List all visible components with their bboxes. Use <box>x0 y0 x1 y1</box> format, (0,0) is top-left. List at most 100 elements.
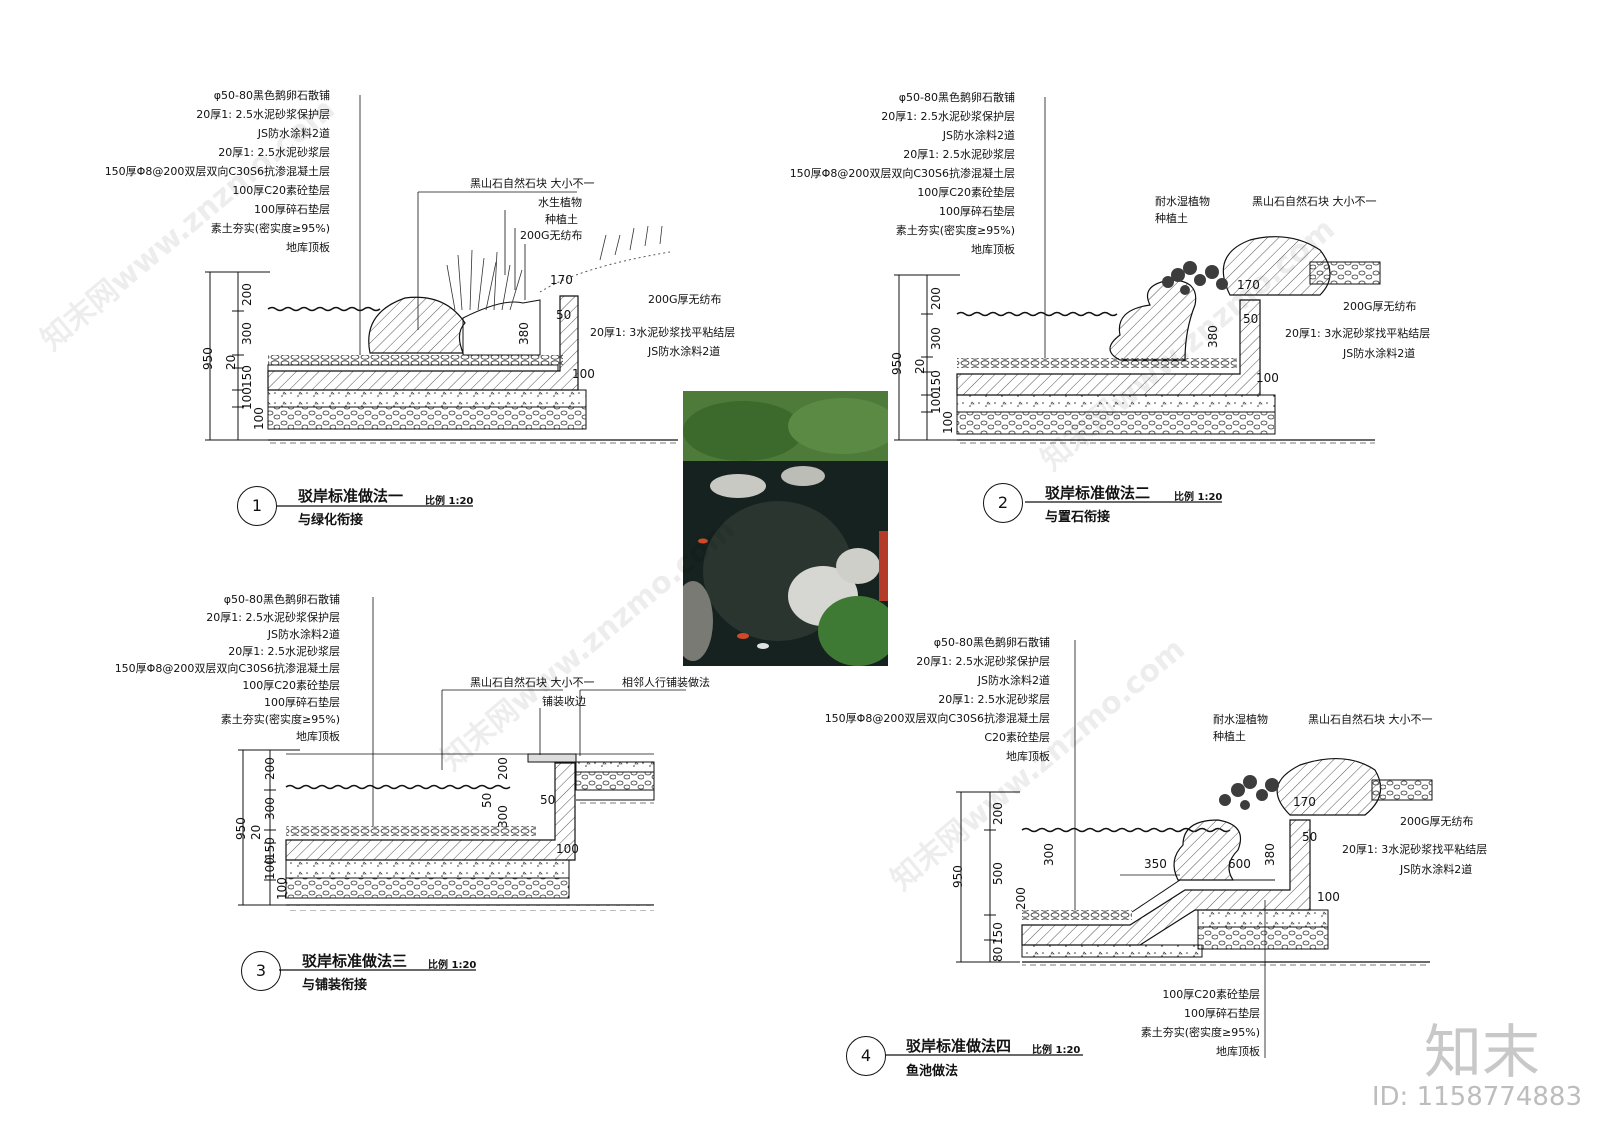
d1-layer-7: 100厚碎石垫层 <box>254 203 330 216</box>
d4-bottom-label-2: 100厚碎石垫层 <box>1184 1007 1260 1020</box>
d3-dim-950: 950 <box>234 817 248 840</box>
d2-dim-170: 170 <box>1237 278 1260 292</box>
d2-number: 2 <box>983 483 1023 523</box>
d3-dim-50a: 50 <box>480 792 494 808</box>
d3-dim-100: 100 <box>556 842 579 856</box>
d2-rock-label: 黑山石自然石块 大小不一 <box>1252 195 1377 208</box>
d1-fabric-label: 200G无纺布 <box>520 229 583 242</box>
d4-mid-label-1: 200G厚无纺布 <box>1400 815 1474 828</box>
d3-edge-label: 铺装收边 <box>542 695 586 708</box>
d3-layer-7: 100厚碎石垫层 <box>264 696 340 709</box>
d2-dim-50: 50 <box>1243 312 1259 326</box>
d3-layer-4: 20厚1: 2.5水泥砂浆层 <box>228 645 340 658</box>
d2-layer-2: 20厚1: 2.5水泥砂浆保护层 <box>881 110 1015 123</box>
d1-mid-label-2: 20厚1: 3水泥砂浆找平粘结层 <box>590 326 736 339</box>
pond-photo <box>683 391 888 666</box>
d2-dim-950: 950 <box>890 352 904 375</box>
d1-layer-6: 100厚C20素砼垫层 <box>232 184 330 197</box>
d4-title: 驳岸标准做法四 <box>906 1037 1012 1055</box>
d1-soil-label: 种植土 <box>545 213 578 226</box>
d3-dim-300: 300 <box>263 797 277 820</box>
d3-scale: 比例 1:20 <box>428 960 477 971</box>
d4-dim-200b: 200 <box>1014 887 1028 910</box>
d1-layer-8: 素土夯实(密实度≥95%) <box>210 222 330 235</box>
brand-logo: 知末 <box>1423 1018 1540 1086</box>
d1-plant-label: 水生植物 <box>538 196 582 209</box>
d4-dim-380: 380 <box>1263 843 1277 866</box>
d3-rock-label: 黑山石自然石块 大小不一 <box>470 676 595 689</box>
d1-layer-5: 150厚Φ8@200双层双向C30S6抗渗混凝土层 <box>104 165 330 178</box>
d4-dim-600: 600 <box>1228 857 1251 871</box>
d3-layer-2: 20厚1: 2.5水泥砂浆保护层 <box>206 611 340 624</box>
d4-dim-170: 170 <box>1293 795 1316 809</box>
d2-layer-3: JS防水涂料2道 <box>942 129 1015 142</box>
d1-rock-label: 黑山石自然石块 大小不一 <box>470 177 595 190</box>
detail-2-section <box>894 97 1381 446</box>
d4-dim-500: 500 <box>991 862 1005 885</box>
d3-layer-1: φ50-80黑色鹅卵石散铺 <box>223 593 340 606</box>
d1-scale: 比例 1:20 <box>425 496 474 507</box>
d2-layer-7: 100厚碎石垫层 <box>939 205 1015 218</box>
d3-dim-20: 20 <box>249 824 263 840</box>
d1-dim-100b: 100 <box>252 407 266 430</box>
d2-layer-8: 素土夯实(密实度≥95%) <box>895 224 1015 237</box>
d4-subtitle: 鱼池做法 <box>906 1064 959 1079</box>
d2-dim-300: 300 <box>929 327 943 350</box>
d1-layer-9: 地库顶板 <box>286 241 330 254</box>
d4-layer-2: 20厚1: 2.5水泥砂浆保护层 <box>916 655 1050 668</box>
d2-layer-6: 100厚C20素砼垫层 <box>917 186 1015 199</box>
d3-dim-100b: 100 <box>275 877 289 900</box>
pond-photo-illustration <box>683 391 888 666</box>
d4-bottom-label-1: 100厚C20素砼垫层 <box>1162 988 1260 1001</box>
d3-dim-50b: 50 <box>540 793 556 807</box>
d2-layer-9: 地库顶板 <box>971 243 1015 256</box>
d4-number: 4 <box>846 1036 886 1076</box>
d4-layer-1: φ50-80黑色鹅卵石散铺 <box>933 636 1050 649</box>
d4-scale: 比例 1:20 <box>1032 1045 1081 1056</box>
d1-layer-4: 20厚1: 2.5水泥砂浆层 <box>218 146 330 159</box>
d4-dim-300: 300 <box>1042 843 1056 866</box>
d3-layer-3: JS防水涂料2道 <box>267 628 340 641</box>
d4-bottom-label-3: 素土夯实(密实度≥95%) <box>1140 1026 1260 1039</box>
d2-dim-20: 20 <box>913 358 927 374</box>
d2-mid-label-2: 20厚1: 3水泥砂浆找平粘结层 <box>1285 327 1431 340</box>
d1-mid-label-3: JS防水涂料2道 <box>648 345 721 358</box>
d4-layer-6: C20素砼垫层 <box>984 731 1050 744</box>
d1-dim-50: 50 <box>556 308 572 322</box>
d3-dim-200-right: 200 <box>496 757 510 780</box>
d4-mid-label-3: JS防水涂料2道 <box>1400 863 1473 876</box>
d3-number: 3 <box>241 951 281 991</box>
d1-dim-150: 150 <box>240 365 254 388</box>
d4-layer-5: 150厚Φ8@200双层双向C30S6抗渗混凝土层 <box>824 712 1050 725</box>
d4-dim-100: 100 <box>1317 890 1340 904</box>
d4-dim-350: 350 <box>1144 857 1167 871</box>
d2-dim-100: 100 <box>1256 371 1279 385</box>
d1-dim-20: 20 <box>224 354 238 370</box>
d2-soil-label: 种植土 <box>1155 212 1188 225</box>
d3-layer-9: 地库顶板 <box>296 730 340 743</box>
d3-layer-8: 素土夯实(密实度≥95%) <box>220 713 340 726</box>
d1-dim-950: 950 <box>201 347 215 370</box>
detail-1-section <box>205 95 678 446</box>
d3-dim-200: 200 <box>263 757 277 780</box>
d4-soil-label: 种植土 <box>1213 730 1246 743</box>
d4-layer-3: JS防水涂料2道 <box>977 674 1050 687</box>
d1-layer-1: φ50-80黑色鹅卵石散铺 <box>213 89 330 102</box>
detail-3-section <box>238 597 686 911</box>
d3-paving-label: 相邻人行铺装做法 <box>622 676 710 689</box>
d3-title: 驳岸标准做法三 <box>302 952 408 970</box>
d2-dim-380: 380 <box>1206 325 1220 348</box>
d4-mid-label-2: 20厚1: 3水泥砂浆找平粘结层 <box>1342 843 1488 856</box>
d3-layer-5: 150厚Φ8@200双层双向C30S6抗渗混凝土层 <box>114 662 340 675</box>
d4-layer-4: 20厚1: 2.5水泥砂浆层 <box>938 693 1050 706</box>
d1-layer-3: JS防水涂料2道 <box>257 127 330 140</box>
d1-dim-170: 170 <box>550 273 573 287</box>
d2-mid-label-3: JS防水涂料2道 <box>1343 347 1416 360</box>
d1-dim-300: 300 <box>240 322 254 345</box>
detail-4-section <box>956 640 1433 1058</box>
d4-dim-200: 200 <box>991 802 1005 825</box>
d4-plant-label: 耐水湿植物 <box>1213 713 1268 726</box>
d2-layer-4: 20厚1: 2.5水泥砂浆层 <box>903 148 1015 161</box>
